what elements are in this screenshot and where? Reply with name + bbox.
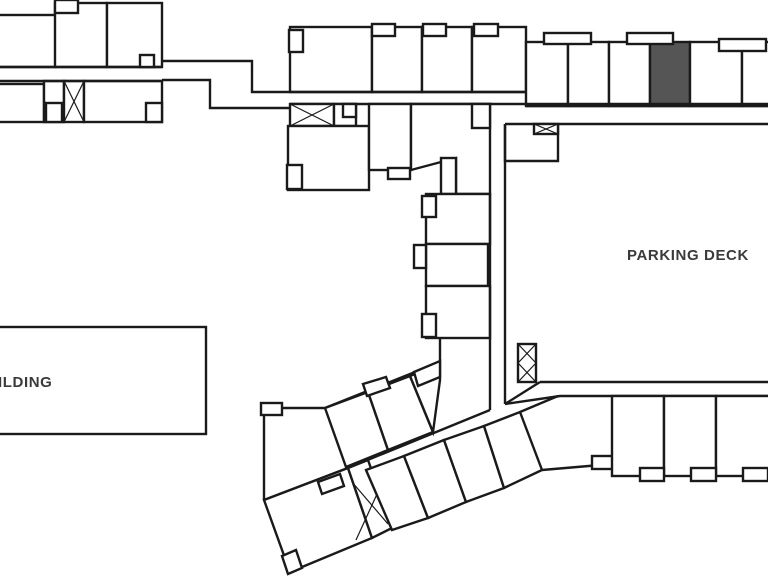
left-building: ILDING [0,325,208,436]
highlighted-unit[interactable] [648,40,692,108]
building-label: ILDING [0,374,52,391]
top-left-wing [0,0,164,124]
upper-corridor [290,90,768,108]
central-cluster [285,102,492,196]
central-stack [412,192,492,410]
top-center-units [287,22,528,94]
parking-deck: PARKING DECK [503,122,768,404]
corridor-link [162,59,290,110]
lower-right-units [610,394,768,483]
lower-angled-units [262,380,768,576]
angled-wing [259,359,491,502]
top-right-units [524,31,768,108]
parking-deck-label: PARKING DECK [627,247,749,264]
